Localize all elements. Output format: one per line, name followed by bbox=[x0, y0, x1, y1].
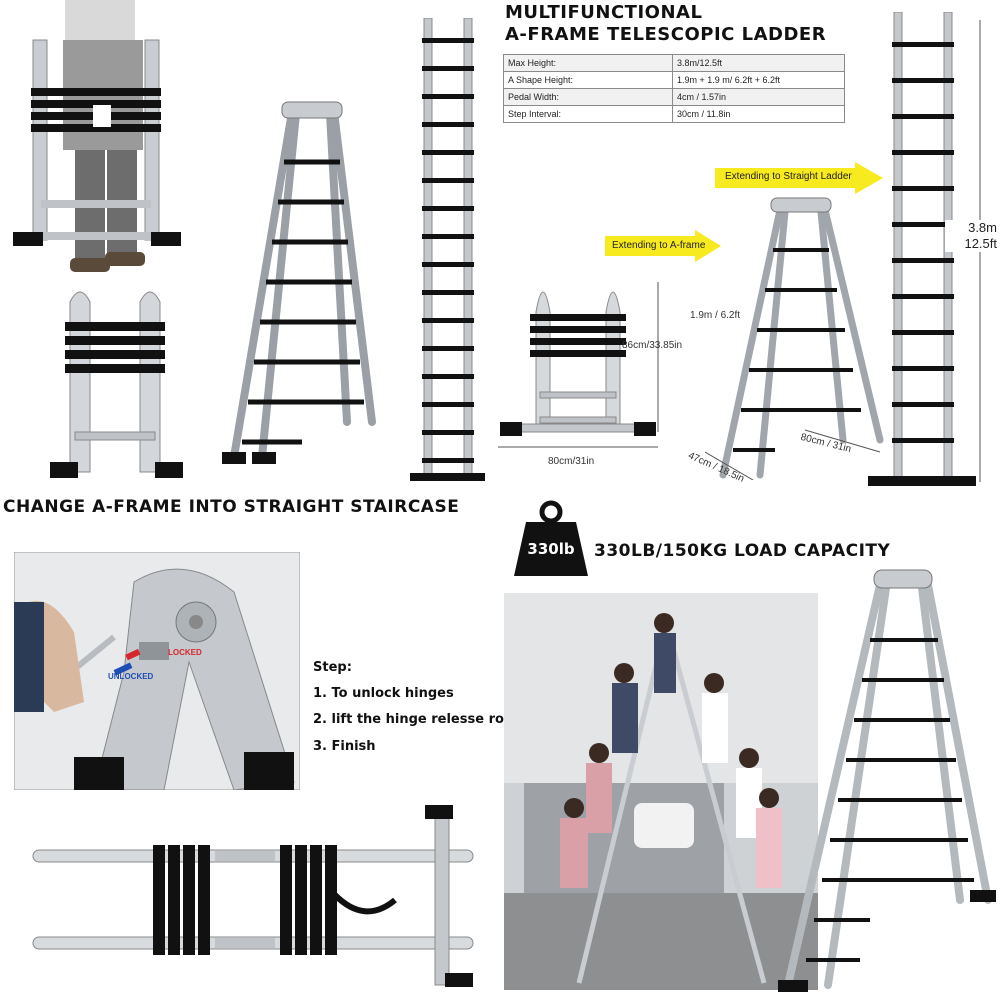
hinge-closeup-photo bbox=[14, 552, 300, 790]
product-title-line2: A-FRAME TELESCOPIC LADDER bbox=[505, 24, 827, 45]
arrow-aframe-label: Extending to A-frame bbox=[612, 240, 706, 251]
specs-row: Max Height: 3.8m/12.5ft bbox=[503, 54, 845, 72]
weight-icon bbox=[514, 500, 588, 576]
arrow-straight-label: Extending to Straight Ladder bbox=[725, 171, 852, 182]
specs-row: Step Interval: 30cm / 11.8in bbox=[503, 105, 845, 123]
folded-height-label: 86cm/33.85in bbox=[622, 340, 683, 351]
step-item: 2. lift the hinge relesse rod bbox=[313, 712, 514, 727]
spec-value: 30cm / 11.8in bbox=[672, 105, 845, 123]
straight-height-ft: 12.5ft bbox=[945, 236, 997, 252]
spec-label: Step Interval: bbox=[503, 105, 673, 123]
product-title-line1: MULTIFUNCTIONAL bbox=[505, 2, 703, 23]
step-item: 1. To unlock hinges bbox=[313, 686, 454, 701]
straight-ladder-diagram bbox=[868, 12, 981, 486]
spec-label: Pedal Width: bbox=[503, 88, 673, 106]
flat-ladder-photo bbox=[32, 805, 474, 987]
unlocked-label: UNLOCKED bbox=[108, 672, 154, 681]
specs-row: Pedal Width: 4cm / 1.57in bbox=[503, 88, 845, 106]
specs-table: Max Height: 3.8m/12.5ft A Shape Height: … bbox=[503, 54, 845, 123]
spec-value: 3.8m/12.5ft bbox=[672, 54, 845, 72]
folded-ladder-diagram bbox=[498, 282, 659, 448]
load-test-photo bbox=[504, 593, 818, 990]
spec-label: A Shape Height: bbox=[503, 71, 673, 89]
spec-value: 1.9m + 1.9 m/ 6.2ft + 6.2ft bbox=[672, 71, 845, 89]
a-frame-diagram bbox=[705, 197, 884, 480]
load-capacity-text: 330LB/150KG LOAD CAPACITY bbox=[594, 541, 891, 561]
a-frame-ladder-photo bbox=[222, 101, 376, 464]
aframe-height-label: 1.9m / 6.2ft bbox=[690, 310, 741, 321]
folded-width-label: 80cm/31in bbox=[548, 456, 595, 467]
spec-value: 4cm / 1.57in bbox=[672, 88, 845, 106]
weight-label: 330lb bbox=[527, 540, 575, 558]
folded-ladder-photo bbox=[50, 291, 183, 478]
straight-height-m: 3.8m bbox=[945, 220, 997, 236]
spec-label: Max Height: bbox=[503, 54, 673, 72]
steps-heading: Step: bbox=[313, 660, 352, 675]
step-item: 3. Finish bbox=[313, 739, 376, 754]
a-frame-ladder-right-photo bbox=[778, 569, 996, 992]
arrow-straight-icon bbox=[715, 162, 883, 194]
straight-ladder-photo bbox=[410, 18, 485, 481]
specs-row: A Shape Height: 1.9m + 1.9 m/ 6.2ft + 6.… bbox=[503, 71, 845, 89]
staircase-heading: CHANGE A-FRAME INTO STRAIGHT STAIRCASE bbox=[3, 497, 460, 517]
person-holding-ladder-photo bbox=[13, 0, 181, 272]
arrow-aframe-icon bbox=[605, 230, 721, 262]
locked-label: LOCKED bbox=[168, 648, 202, 657]
